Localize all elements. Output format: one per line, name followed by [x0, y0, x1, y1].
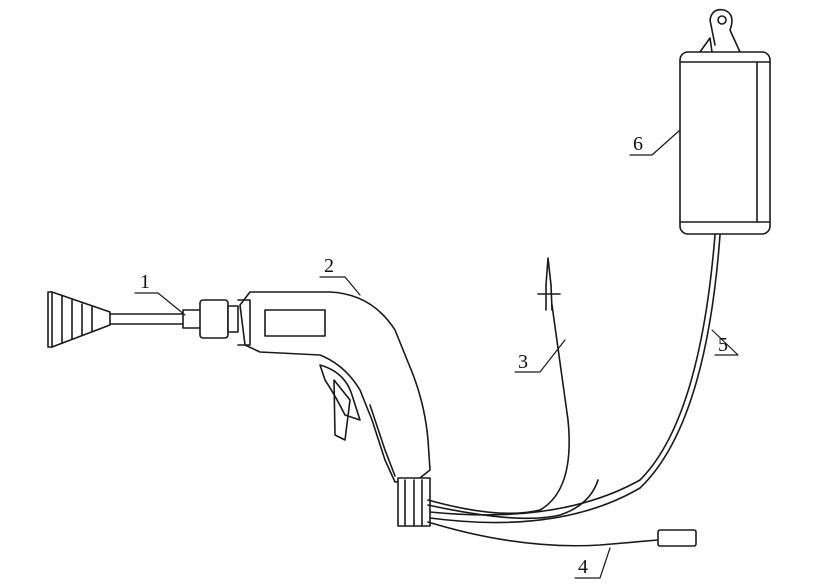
fluid-bag [679, 8, 771, 235]
label-part-3: 3 [518, 351, 528, 373]
cables [427, 234, 721, 547]
label-part-5: 5 [718, 334, 728, 356]
tube [109, 299, 239, 339]
handpiece [237, 291, 431, 527]
spike-needle [537, 257, 561, 311]
label-part-4: 4 [578, 556, 588, 578]
label-part-6: 6 [633, 133, 643, 155]
leader-lines [134, 129, 739, 579]
speculum-cone [47, 291, 111, 348]
label-part-1: 1 [140, 271, 150, 293]
label-part-2: 2 [324, 255, 334, 277]
